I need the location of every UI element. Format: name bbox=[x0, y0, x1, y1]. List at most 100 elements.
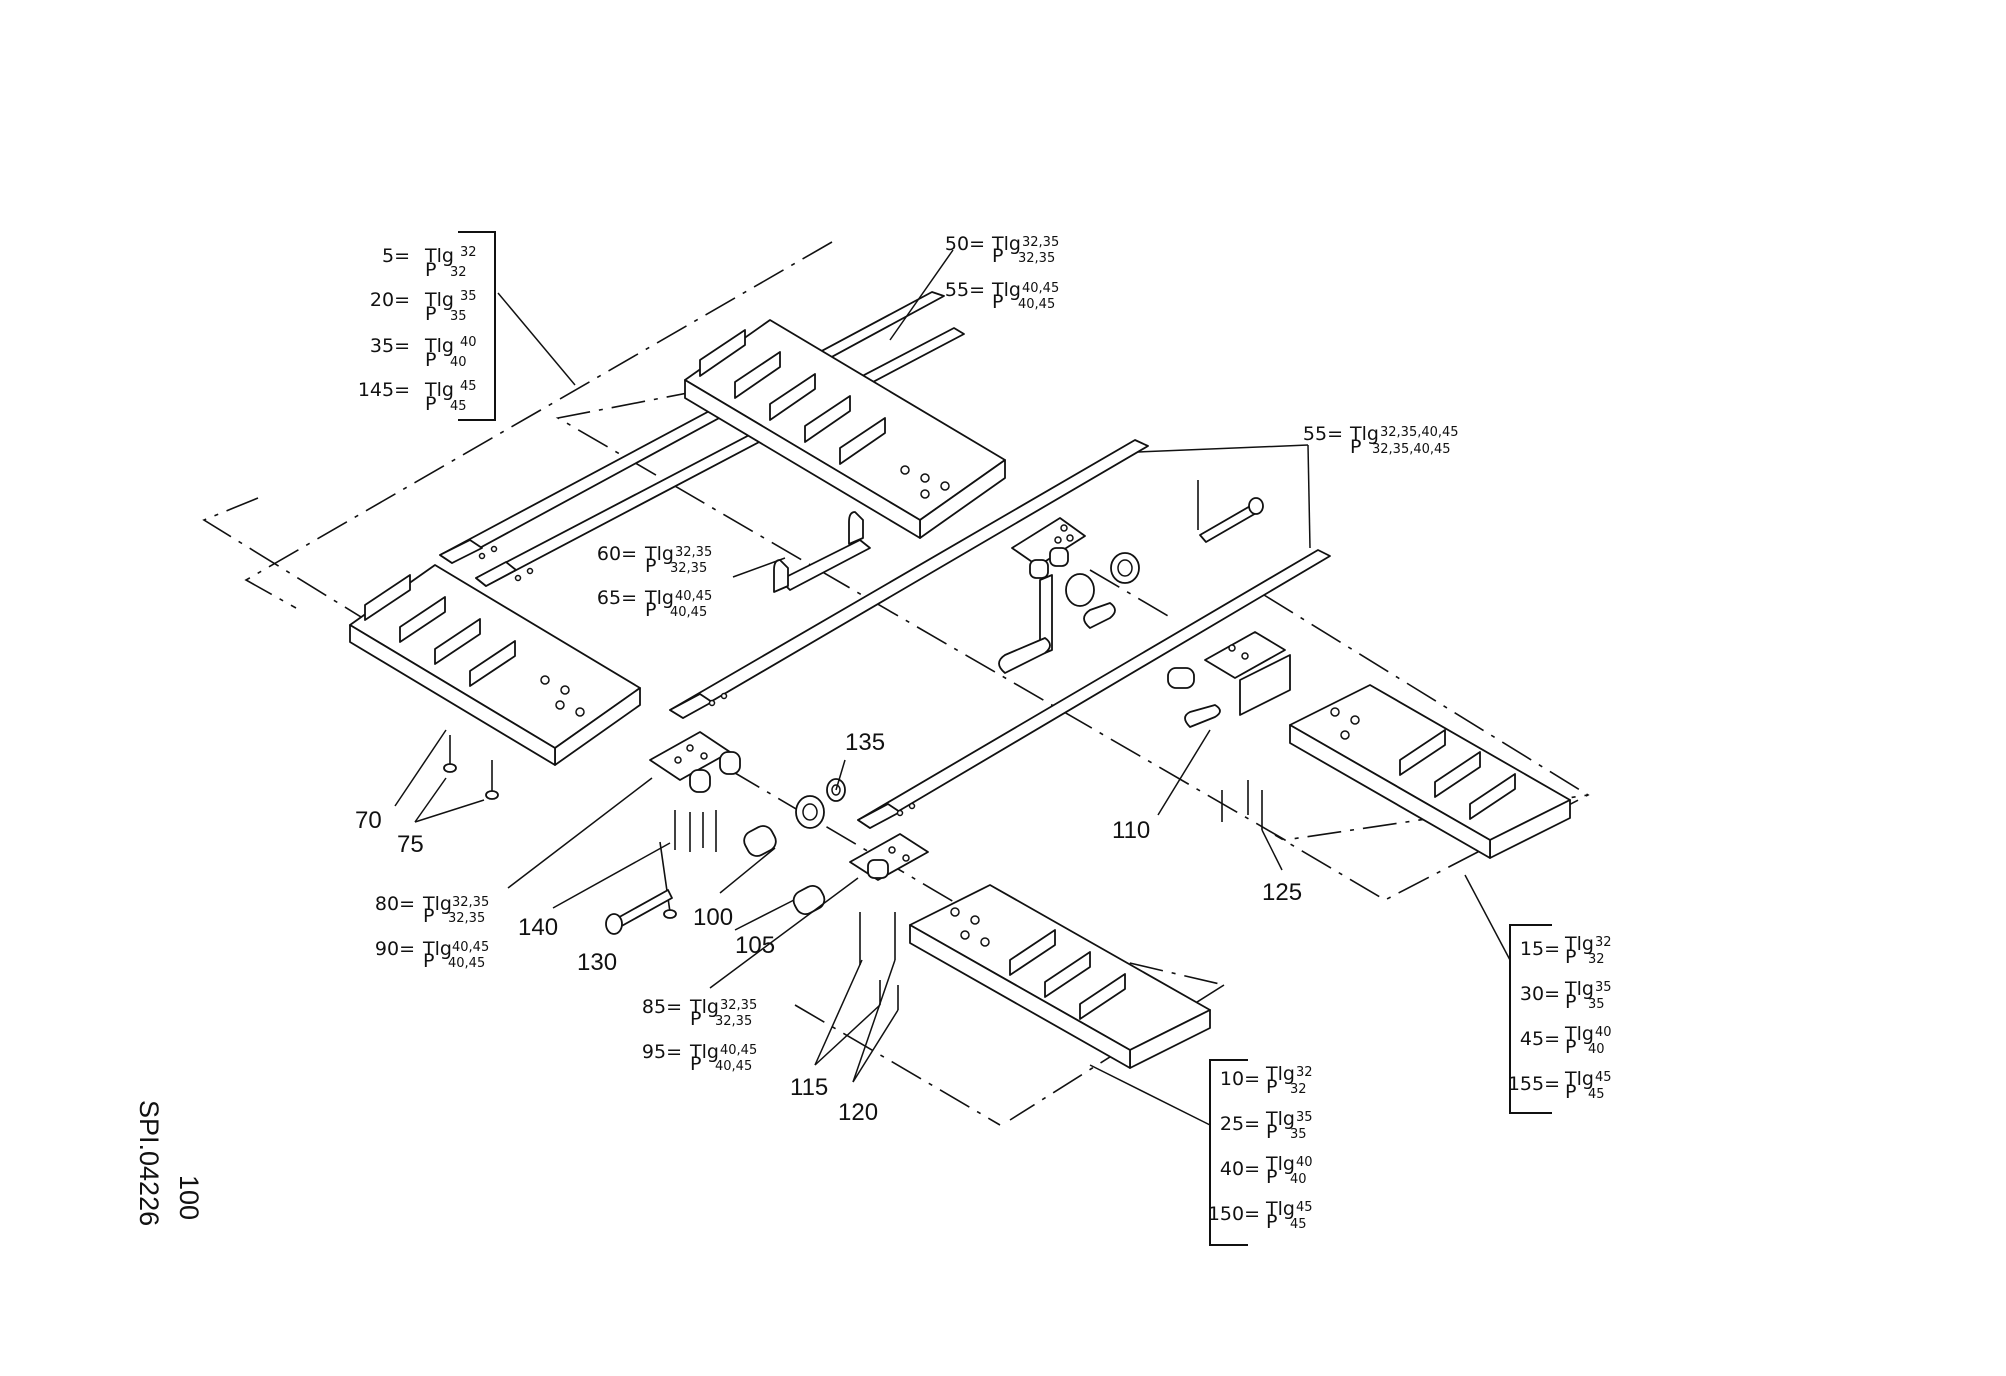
svg-text:Tlg: Tlg bbox=[689, 1041, 719, 1063]
svg-text:20=: 20= bbox=[370, 289, 410, 311]
svg-text:Tlg: Tlg bbox=[1265, 1108, 1295, 1130]
svg-text:35=: 35= bbox=[370, 335, 410, 357]
table-row: 25= Tlg 35 P 35 bbox=[1220, 1108, 1313, 1143]
page-number: 100 bbox=[174, 1175, 204, 1220]
svg-text:35: 35 bbox=[1588, 997, 1605, 1012]
svg-text:Tlg: Tlg bbox=[1265, 1063, 1295, 1085]
svg-text:32: 32 bbox=[1595, 935, 1612, 950]
svg-text:Tlg: Tlg bbox=[422, 938, 452, 960]
callout-140: 140 bbox=[518, 914, 558, 941]
svg-text:40,45: 40,45 bbox=[1018, 297, 1055, 312]
svg-text:35: 35 bbox=[1290, 1127, 1307, 1142]
table-bottom-center: 10= Tlg 32 P 32 25= Tlg 35 P 35 40= Tlg … bbox=[1208, 1059, 1313, 1246]
callout-105: 105 bbox=[735, 932, 775, 959]
svg-text:95=: 95= bbox=[642, 1041, 682, 1063]
svg-text:60=: 60= bbox=[597, 543, 637, 565]
callout-135: 135 bbox=[845, 729, 885, 756]
table-lower-left: 80= Tlg 32,35 P 32,35 90= Tlg 40,45 P 40… bbox=[375, 893, 489, 972]
bushings bbox=[743, 778, 846, 916]
table-row: 15= Tlg 32 P 32 bbox=[1520, 933, 1612, 968]
svg-text:P: P bbox=[425, 259, 436, 281]
svg-text:P: P bbox=[423, 905, 434, 927]
svg-text:Tlg: Tlg bbox=[424, 245, 454, 267]
svg-text:40,45: 40,45 bbox=[675, 589, 712, 604]
callout-110: 110 bbox=[1112, 817, 1150, 844]
svg-text:P: P bbox=[425, 393, 436, 415]
hinge-center-85-95 bbox=[849, 833, 929, 881]
svg-text:32,35: 32,35 bbox=[715, 1014, 752, 1029]
table-row: 55= Tlg 40,45 P 40,45 bbox=[945, 279, 1059, 313]
svg-text:32: 32 bbox=[1296, 1065, 1313, 1080]
hinge-upper-right bbox=[998, 517, 1140, 674]
svg-text:Tlg: Tlg bbox=[1265, 1198, 1295, 1220]
table-row: 35= Tlg 40 P 40 bbox=[370, 335, 477, 371]
svg-text:P: P bbox=[1565, 1036, 1576, 1058]
svg-text:P: P bbox=[1266, 1166, 1277, 1188]
svg-text:P: P bbox=[645, 555, 656, 577]
svg-text:45: 45 bbox=[1595, 1070, 1612, 1085]
svg-text:90=: 90= bbox=[375, 938, 415, 960]
table-row: 30= Tlg 35 P 35 bbox=[1520, 978, 1612, 1013]
callout-75: 75 bbox=[397, 831, 424, 858]
svg-text:85=: 85= bbox=[642, 996, 682, 1018]
svg-text:5=: 5= bbox=[382, 245, 410, 267]
table-row: 20= Tlg 35 P 35 bbox=[370, 289, 477, 325]
svg-text:40,45: 40,45 bbox=[715, 1059, 752, 1074]
table-top-right: 55= Tlg 32,35,40,45 P 32,35,40,45 bbox=[1303, 423, 1459, 458]
svg-text:P: P bbox=[1266, 1121, 1277, 1143]
svg-text:P: P bbox=[992, 291, 1003, 313]
table-top-left: 5= Tlg 32 P 32 20= Tlg 35 P 35 35= Tlg 4… bbox=[358, 231, 496, 421]
svg-text:145=: 145= bbox=[358, 379, 410, 401]
svg-text:P: P bbox=[645, 599, 656, 621]
document-reference: SPI.04226 100 bbox=[134, 1100, 204, 1226]
svg-text:P: P bbox=[1565, 1081, 1576, 1103]
table-row: 155= Tlg 45 P 45 bbox=[1508, 1068, 1612, 1103]
svg-text:32: 32 bbox=[460, 245, 477, 260]
table-top-center: 50= Tlg 32,35 P 32,35 55= Tlg 40,45 P 40… bbox=[945, 233, 1059, 313]
svg-text:P: P bbox=[1266, 1211, 1277, 1233]
svg-text:55=: 55= bbox=[945, 279, 985, 301]
svg-text:65=: 65= bbox=[597, 587, 637, 609]
svg-text:Tlg: Tlg bbox=[1349, 423, 1379, 445]
table-row: 5= Tlg 32 P 32 bbox=[382, 245, 477, 281]
svg-text:30=: 30= bbox=[1520, 983, 1560, 1005]
table-row: 40= Tlg 40 P 40 bbox=[1220, 1153, 1313, 1188]
table-lower-center: 85= Tlg 32,35 P 32,35 95= Tlg 40,45 P 40… bbox=[642, 996, 757, 1075]
pad-block-left bbox=[349, 564, 641, 766]
svg-text:40: 40 bbox=[1595, 1025, 1612, 1040]
table-row: 60= Tlg 32,35 P 32,35 bbox=[597, 543, 712, 577]
svg-text:40,45: 40,45 bbox=[452, 940, 489, 955]
svg-text:32,35: 32,35 bbox=[452, 895, 489, 910]
table-row: 10= Tlg 32 P 32 bbox=[1220, 1063, 1313, 1098]
svg-text:40: 40 bbox=[1290, 1172, 1307, 1187]
svg-text:P: P bbox=[1565, 991, 1576, 1013]
svg-text:32: 32 bbox=[1290, 1082, 1307, 1097]
svg-text:P: P bbox=[690, 1053, 701, 1075]
svg-text:Tlg: Tlg bbox=[1564, 978, 1594, 1000]
svg-text:40,45: 40,45 bbox=[448, 956, 485, 971]
svg-text:40: 40 bbox=[1588, 1042, 1605, 1057]
svg-text:32: 32 bbox=[1588, 952, 1605, 967]
svg-text:Tlg: Tlg bbox=[424, 335, 454, 357]
table-row: 80= Tlg 32,35 P 32,35 bbox=[375, 893, 489, 927]
svg-text:40: 40 bbox=[1296, 1155, 1313, 1170]
table-row: 55= Tlg 32,35,40,45 P 32,35,40,45 bbox=[1303, 423, 1459, 458]
callout-125: 125 bbox=[1262, 879, 1302, 906]
pad-block-right bbox=[1289, 684, 1571, 859]
svg-text:40=: 40= bbox=[1220, 1158, 1260, 1180]
svg-text:Tlg: Tlg bbox=[1564, 1023, 1594, 1045]
svg-text:32: 32 bbox=[450, 265, 467, 280]
svg-text:P: P bbox=[425, 349, 436, 371]
clip-60-65 bbox=[773, 511, 871, 593]
svg-text:40: 40 bbox=[460, 335, 477, 350]
svg-text:150=: 150= bbox=[1208, 1203, 1260, 1225]
callout-115: 115 bbox=[790, 1074, 828, 1101]
svg-text:Tlg: Tlg bbox=[991, 279, 1021, 301]
pad-block-bottom bbox=[909, 884, 1211, 1069]
svg-text:45: 45 bbox=[450, 399, 467, 414]
svg-text:35: 35 bbox=[1296, 1110, 1313, 1125]
pad-block-upper-center bbox=[684, 319, 1006, 539]
svg-text:55=: 55= bbox=[1303, 423, 1343, 445]
table-mid-center: 60= Tlg 32,35 P 32,35 65= Tlg 40,45 P 40… bbox=[597, 543, 712, 621]
